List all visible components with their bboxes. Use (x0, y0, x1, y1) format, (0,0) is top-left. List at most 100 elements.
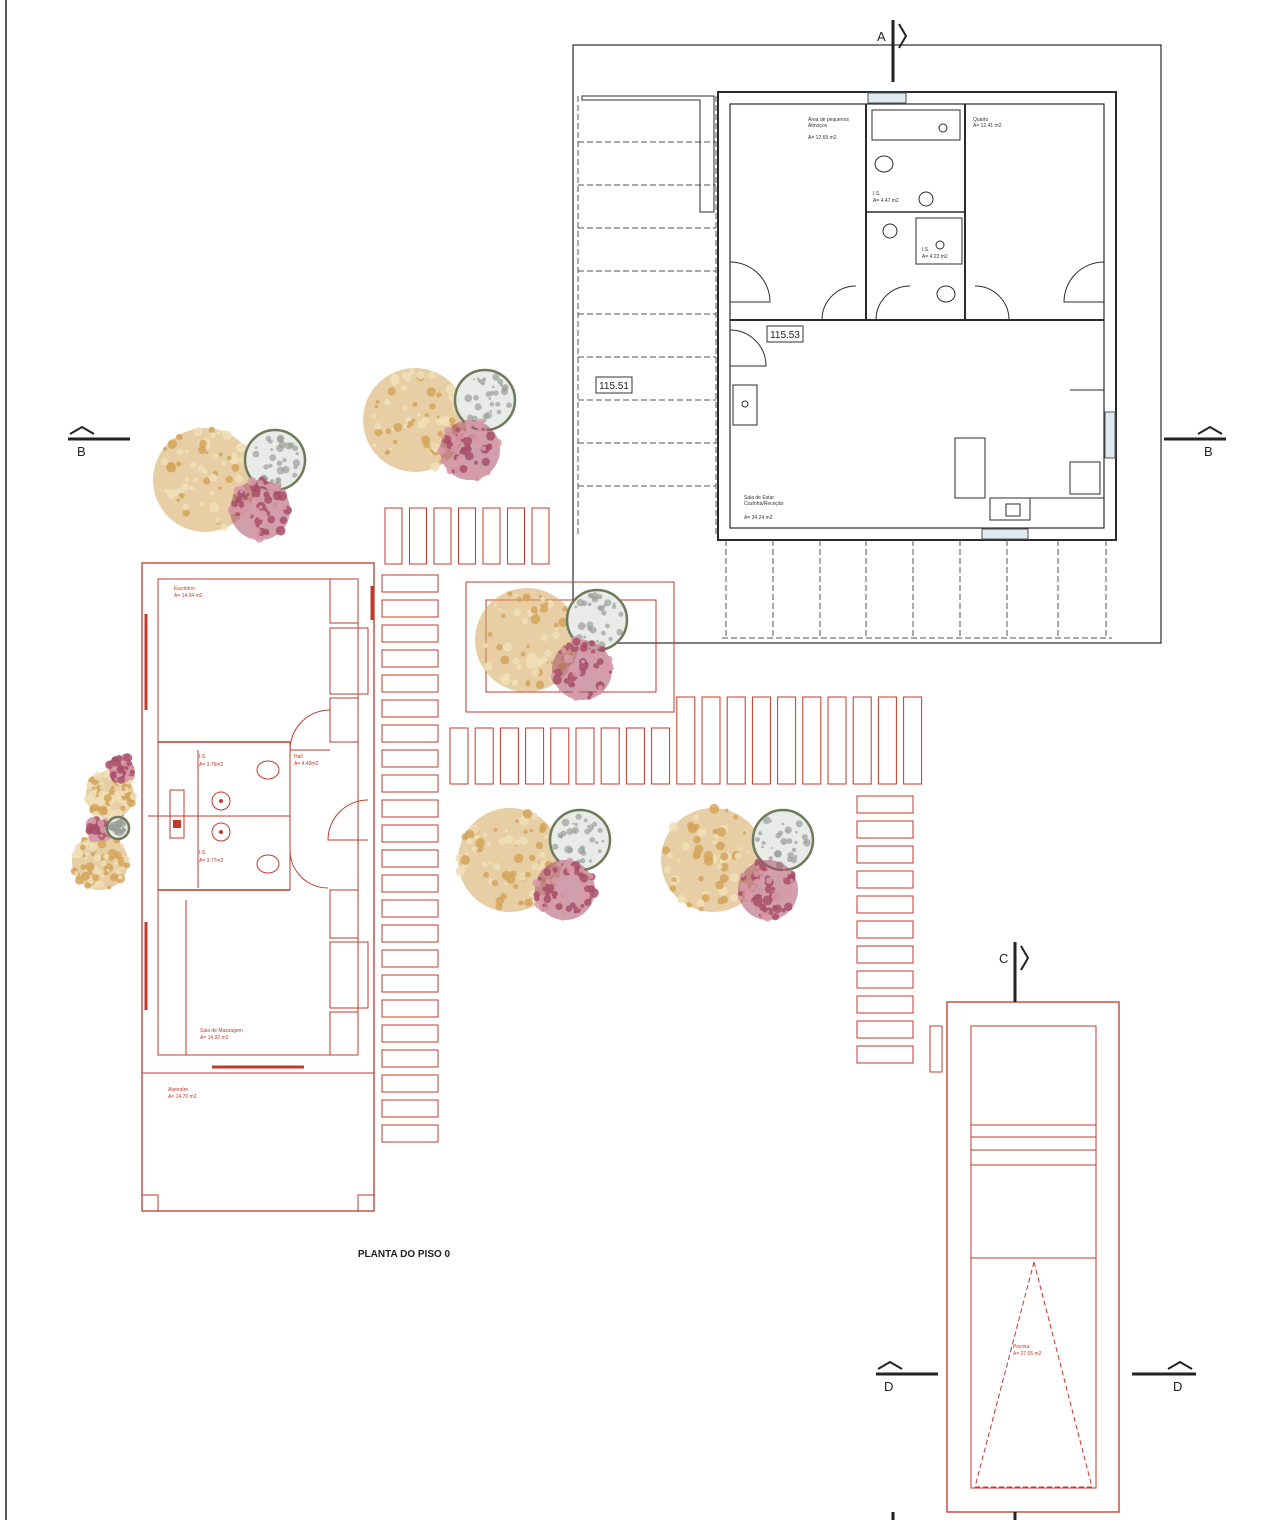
path-slab (856, 845, 914, 864)
door-icon (974, 285, 1010, 321)
plot-outline (572, 44, 1162, 644)
door-icon (289, 709, 331, 751)
path-slab (550, 727, 570, 785)
room-area: A= 14.92 m2 (200, 1035, 229, 1041)
room-name: Quarto (973, 117, 989, 123)
path-slab (381, 924, 439, 943)
tree-ochre-icon (70, 832, 131, 890)
drawing-title: PLANTA DO PISO 0 (358, 1249, 451, 1260)
path-slab (381, 1124, 439, 1143)
room-label-is-1: I.S.A= 4.47 m2 (873, 191, 899, 204)
room-area: A= 4.47 m2 (873, 198, 899, 204)
path-slab (777, 696, 797, 785)
path-slab (433, 507, 452, 565)
annex-inner (157, 578, 359, 1056)
path-slab (381, 949, 439, 968)
path-slab (381, 749, 439, 768)
path-slab (625, 727, 645, 785)
tree-grey-icon (105, 815, 131, 841)
path-slab (600, 727, 620, 785)
path-slab (381, 649, 439, 668)
valve-icon (173, 820, 181, 828)
sink-drain (219, 830, 223, 834)
sink-drain (219, 799, 223, 803)
path-slab (856, 995, 914, 1014)
sink-icon (211, 791, 231, 811)
wall-box (329, 1011, 359, 1056)
section-marker-b-left: B (68, 425, 130, 459)
window (867, 92, 907, 104)
kitchen-counter (989, 389, 1105, 521)
room-area: A= 34.24 m2 (744, 515, 773, 521)
sink-icon (882, 223, 898, 239)
annex-outline (141, 562, 375, 1212)
path-slab (381, 674, 439, 693)
path-slab (409, 507, 427, 565)
room-name-line-2: Almoços (808, 123, 828, 129)
stepping-stone-paths (381, 507, 923, 1143)
window (1104, 411, 1116, 459)
room-area: A= 12.69 m2 (808, 135, 837, 141)
path-slab (525, 727, 545, 785)
room-name: I.S. (873, 191, 881, 197)
shower-icon (169, 789, 185, 839)
path-slab (482, 507, 501, 565)
pool-name: Piscina (1013, 1344, 1029, 1350)
room-area: A= 4.49m2 (294, 761, 319, 767)
shower (915, 217, 963, 265)
shower (871, 109, 961, 141)
wall-box (329, 941, 369, 1009)
pool-area: A= 27.05 m2 (1013, 1351, 1042, 1357)
section-marker-c: C (999, 942, 1030, 1002)
path-slab (381, 724, 439, 743)
path-slab (381, 1024, 439, 1043)
sink-icon (211, 822, 231, 842)
path-slab (381, 774, 439, 793)
path-slab (458, 507, 476, 565)
tree-pink-icon (437, 418, 502, 482)
section-marker-d-right: D (1132, 1360, 1196, 1394)
section-label-d: D (1173, 1379, 1182, 1394)
house-outer-wall (717, 91, 1117, 541)
sink-icon (918, 191, 934, 207)
section-label-d: D (884, 1379, 893, 1394)
level-interior: 115.53 (770, 330, 800, 341)
path-slab (676, 696, 696, 785)
door-icon (729, 329, 767, 367)
path-slab (381, 699, 439, 718)
path-slab (651, 727, 671, 785)
section-label-b: B (1204, 444, 1213, 459)
path-slab (381, 874, 439, 893)
room-label-is-2: I.S.A= 4.22 m2 (922, 247, 948, 260)
pool-ladder (929, 1025, 943, 1073)
section-marker-b-right: B (1164, 425, 1226, 459)
stove-icon (1069, 461, 1101, 495)
path-slab (856, 795, 914, 814)
tree-grey-icon (548, 808, 612, 872)
path-slab (381, 849, 439, 868)
path-slab (381, 799, 439, 818)
path-slab (381, 899, 439, 918)
tree-pink-icon (550, 635, 614, 701)
room-area: A= 14.70 m2 (168, 1094, 197, 1100)
room-name: Sala de Massagem (200, 1028, 243, 1034)
path-slab (701, 696, 721, 785)
toilet-icon (256, 854, 280, 874)
path-slab (381, 1074, 439, 1093)
path-slab (802, 696, 822, 785)
pool-basin (970, 1025, 1097, 1489)
toilet-icon (256, 760, 280, 780)
path-slab (381, 1049, 439, 1068)
path-slab (499, 727, 519, 785)
room-label-is-b: I.S.A= 3.77m2 (199, 850, 224, 864)
door-icon (289, 849, 329, 889)
path-slab (877, 696, 897, 785)
